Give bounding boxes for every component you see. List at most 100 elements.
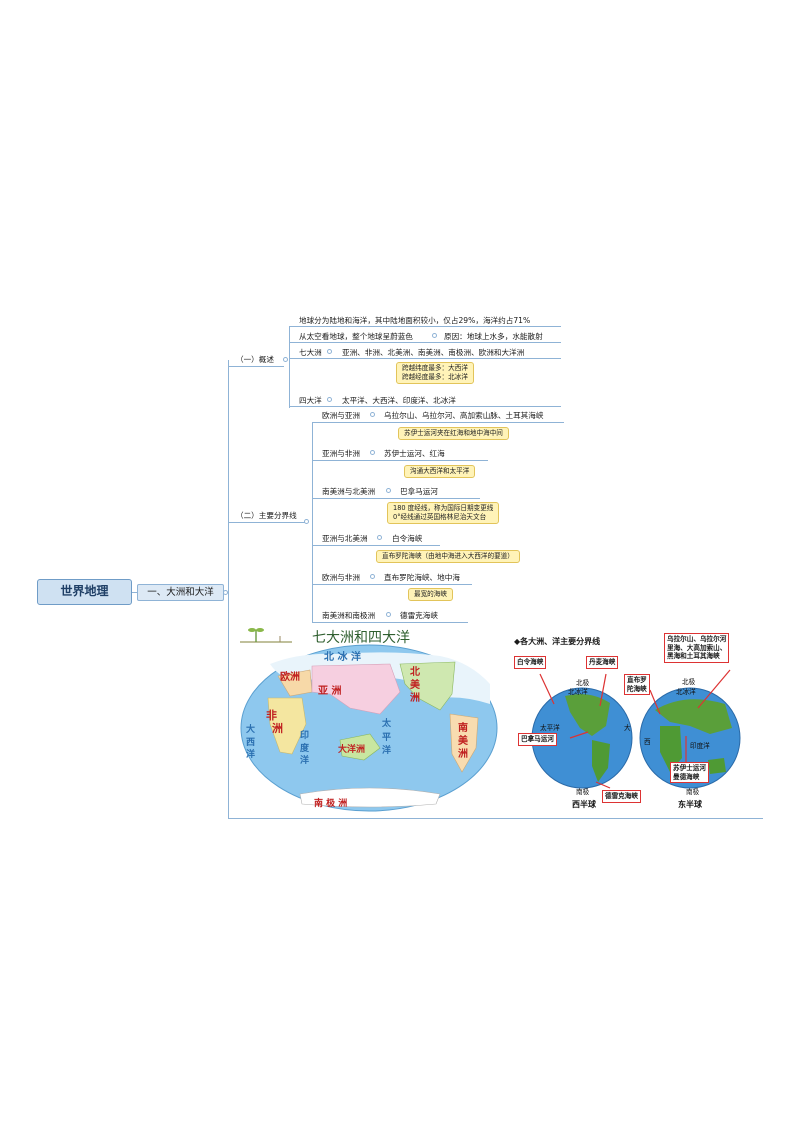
connector [236,366,284,367]
connector [289,358,561,359]
map-label-arctic: 北 冰 洋 [324,652,361,663]
boundary-pair: 亚洲与非洲 [322,449,360,458]
west-atlantic: 大 [624,724,631,732]
four-oceans-label: 四大洋 [299,396,322,405]
panama-note: 沟通大西洋和太平洋 [404,465,476,478]
boundary-pair: 南美洲和南极洲 [322,611,376,620]
collapse-dot[interactable] [327,349,332,354]
connector [289,326,290,408]
east-caption: 东半球 [678,800,702,809]
four-oceans-value: 太平洋、大西洋、印度洋、北冰洋 [342,396,456,405]
box-line: 黑海和土耳其海峡 [667,652,720,661]
boundary-pair: 南美洲与北美洲 [322,487,376,496]
land-sea-text: 地球分为陆地和海洋，其中陆地面积较小，仅占29%，海洋约占71% [299,316,531,325]
seven-continents-label: 七大洲 [299,348,322,357]
world-map-graphic [240,644,498,812]
date-line-note: 180 度经线，称为国际日期变更线 0°经线通过英国格林尼治天文台 [387,502,500,524]
reason-text: 原因：地球上水多，水能散射 [444,332,543,341]
suez-box: 苏伊士运河 曼德海峡 [670,762,709,784]
collapse-dot[interactable] [386,612,391,617]
box-line: 直布罗 [627,676,647,684]
east-north-pole: 北极 [682,678,696,686]
hemispheres-graphic [531,669,741,789]
map-label-south-america: 南 美 洲 [458,723,468,760]
east-atlantic: 西 [644,738,651,746]
connector [312,422,564,423]
connector [236,522,305,523]
boundary-line: 巴拿马运河 [400,487,438,496]
connector [289,406,561,407]
boundary-line: 苏伊士运河、红海 [384,449,445,458]
denmark-box: 丹麦海峡 [586,656,619,669]
connector [312,584,472,585]
box-line: 苏伊士运河 [673,764,706,772]
connector [312,545,440,546]
collapse-dot[interactable] [370,574,375,579]
map-label-antarctica: 南 极 洲 [314,799,348,809]
west-arctic: 北冰洋 [568,688,588,696]
connector [228,360,229,818]
connector [228,818,763,819]
collapse-dot[interactable] [370,412,375,417]
boundary-line: 白令海峡 [392,534,423,543]
map-label-europe: 欧洲 [280,672,300,683]
collapse-dot[interactable] [283,357,288,362]
collapse-dot[interactable] [386,488,391,493]
map-label-pacific: 太 平 洋 [382,719,392,756]
ural-box: 乌拉尔山、乌拉尔河 里海、大高加索山、 黑海和土耳其海峡 [664,633,730,663]
east-south-pole: 南极 [686,788,700,796]
hemispheres-heading: ◆各大洲、洋主要分界线 [514,637,601,646]
connector [312,622,468,623]
bering-box: 白令海峡 [514,656,547,669]
box-line: 里海、大高加索山、 [667,643,727,652]
seven-continents-value: 亚洲、非洲、北美洲、南美洲、南极洲、欧洲和大洋洲 [342,348,525,357]
overview-label: （一）概述 [236,355,274,364]
connector [312,498,480,499]
west-north-pole: 北极 [576,679,590,687]
ocean-span-note: 跨越纬度最多：大西洋 跨越经度最多：北冰洋 [396,362,474,384]
world-map-title: 七大洲和四大洋 [312,630,410,646]
note-line: 180 度经线，称为国际日期变更线 [393,504,494,512]
west-caption: 西半球 [572,800,596,809]
box-line: 曼德海峡 [673,772,700,781]
gibraltar-note: 直布罗陀海峡（由地中海进入大西洋的要道） [376,550,520,563]
map-label-atlantic: 大 西 洋 [246,725,256,761]
root-node[interactable]: 世界地理 [37,579,132,605]
note-line: 跨越纬度最多：大西洋 [402,364,468,372]
collapse-dot[interactable] [377,535,382,540]
boundary-line: 乌拉尔山、乌拉尔河、高加索山脉、土耳其海峡 [384,411,544,420]
connector [228,366,236,367]
boundary-pair: 亚洲与北美洲 [322,534,368,543]
map-label-asia: 亚 洲 [318,686,342,697]
collapse-dot[interactable] [370,450,375,455]
topic-node[interactable]: 一、大洲和大洋 [137,584,224,601]
east-indian: 印度洋 [690,742,710,750]
gibraltar-box: 直布罗 陀海峡 [624,674,650,696]
map-label-africa-1: 非 [266,709,277,722]
map-label-north-america: 北 美 洲 [410,667,420,704]
connector [132,592,137,593]
space-view-text: 从太空看地球，整个地球呈蔚蓝色 [299,332,413,341]
collapse-dot[interactable] [304,519,309,524]
panama-box: 巴拿马运河 [518,733,557,746]
west-south-pole: 南极 [576,788,590,796]
boundary-pair: 欧洲与非洲 [322,573,360,582]
connector [312,460,488,461]
boundary-line: 直布罗陀海峡、地中海 [384,573,460,582]
east-arctic: 北冰洋 [676,688,696,696]
box-line: 陀海峡 [627,684,647,693]
collapse-dot[interactable] [432,333,437,338]
note-line: 跨越经度最多：北冰洋 [402,372,468,381]
west-pacific: 太平洋 [540,724,560,732]
boundaries-label: （二）主要分界线 [236,511,297,520]
box-line: 乌拉尔山、乌拉尔河 [667,635,727,643]
world-map [236,622,504,818]
connector [289,326,561,327]
boundary-pair: 欧洲与亚洲 [322,411,360,420]
drake-note: 最宽的海峡 [408,588,453,601]
map-label-oceania: 大洋洲 [338,745,366,755]
note-line: 0°经线通过英国格林尼治天文台 [393,512,487,521]
collapse-dot[interactable] [327,397,332,402]
seedling-icon [240,628,292,643]
map-label-africa-2: 洲 [272,722,283,735]
